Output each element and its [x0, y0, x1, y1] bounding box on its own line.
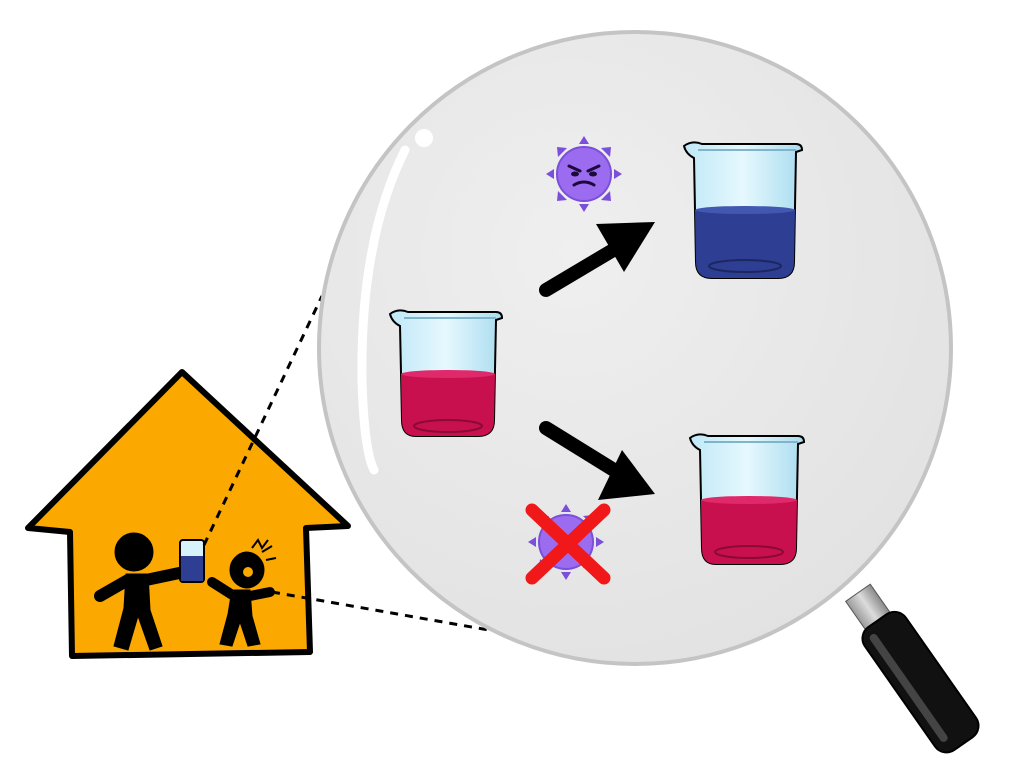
house-body [25, 369, 351, 659]
beaker-initial-red [388, 309, 504, 437]
cough-lines-icon [251, 538, 277, 561]
sick-person-icon [207, 551, 275, 647]
beaker-result-blue [682, 141, 804, 279]
beaker-result-red [688, 433, 806, 565]
person-right-arm [140, 566, 190, 586]
person-head [114, 532, 154, 572]
person-body [113, 573, 163, 651]
person-left-arm [94, 574, 134, 602]
magnifier-handle [844, 583, 980, 754]
house-icon [25, 369, 351, 659]
cup-liquid [181, 556, 203, 581]
beaker-liquid [401, 374, 495, 436]
zoom-lines [202, 295, 501, 634]
zoom-line-top [202, 295, 324, 546]
cross-mark-icon [525, 503, 611, 585]
arrow-icon-down [539, 421, 655, 500]
cup-icon [179, 539, 205, 583]
virus-icon [546, 136, 622, 212]
beaker-liquid [701, 500, 797, 564]
lens-glare-dot [415, 129, 433, 147]
arrow-icon-up [539, 222, 655, 297]
sick-person-body [219, 589, 261, 647]
person-holding-cup-icon [94, 532, 190, 651]
lens-glare [357, 145, 410, 475]
